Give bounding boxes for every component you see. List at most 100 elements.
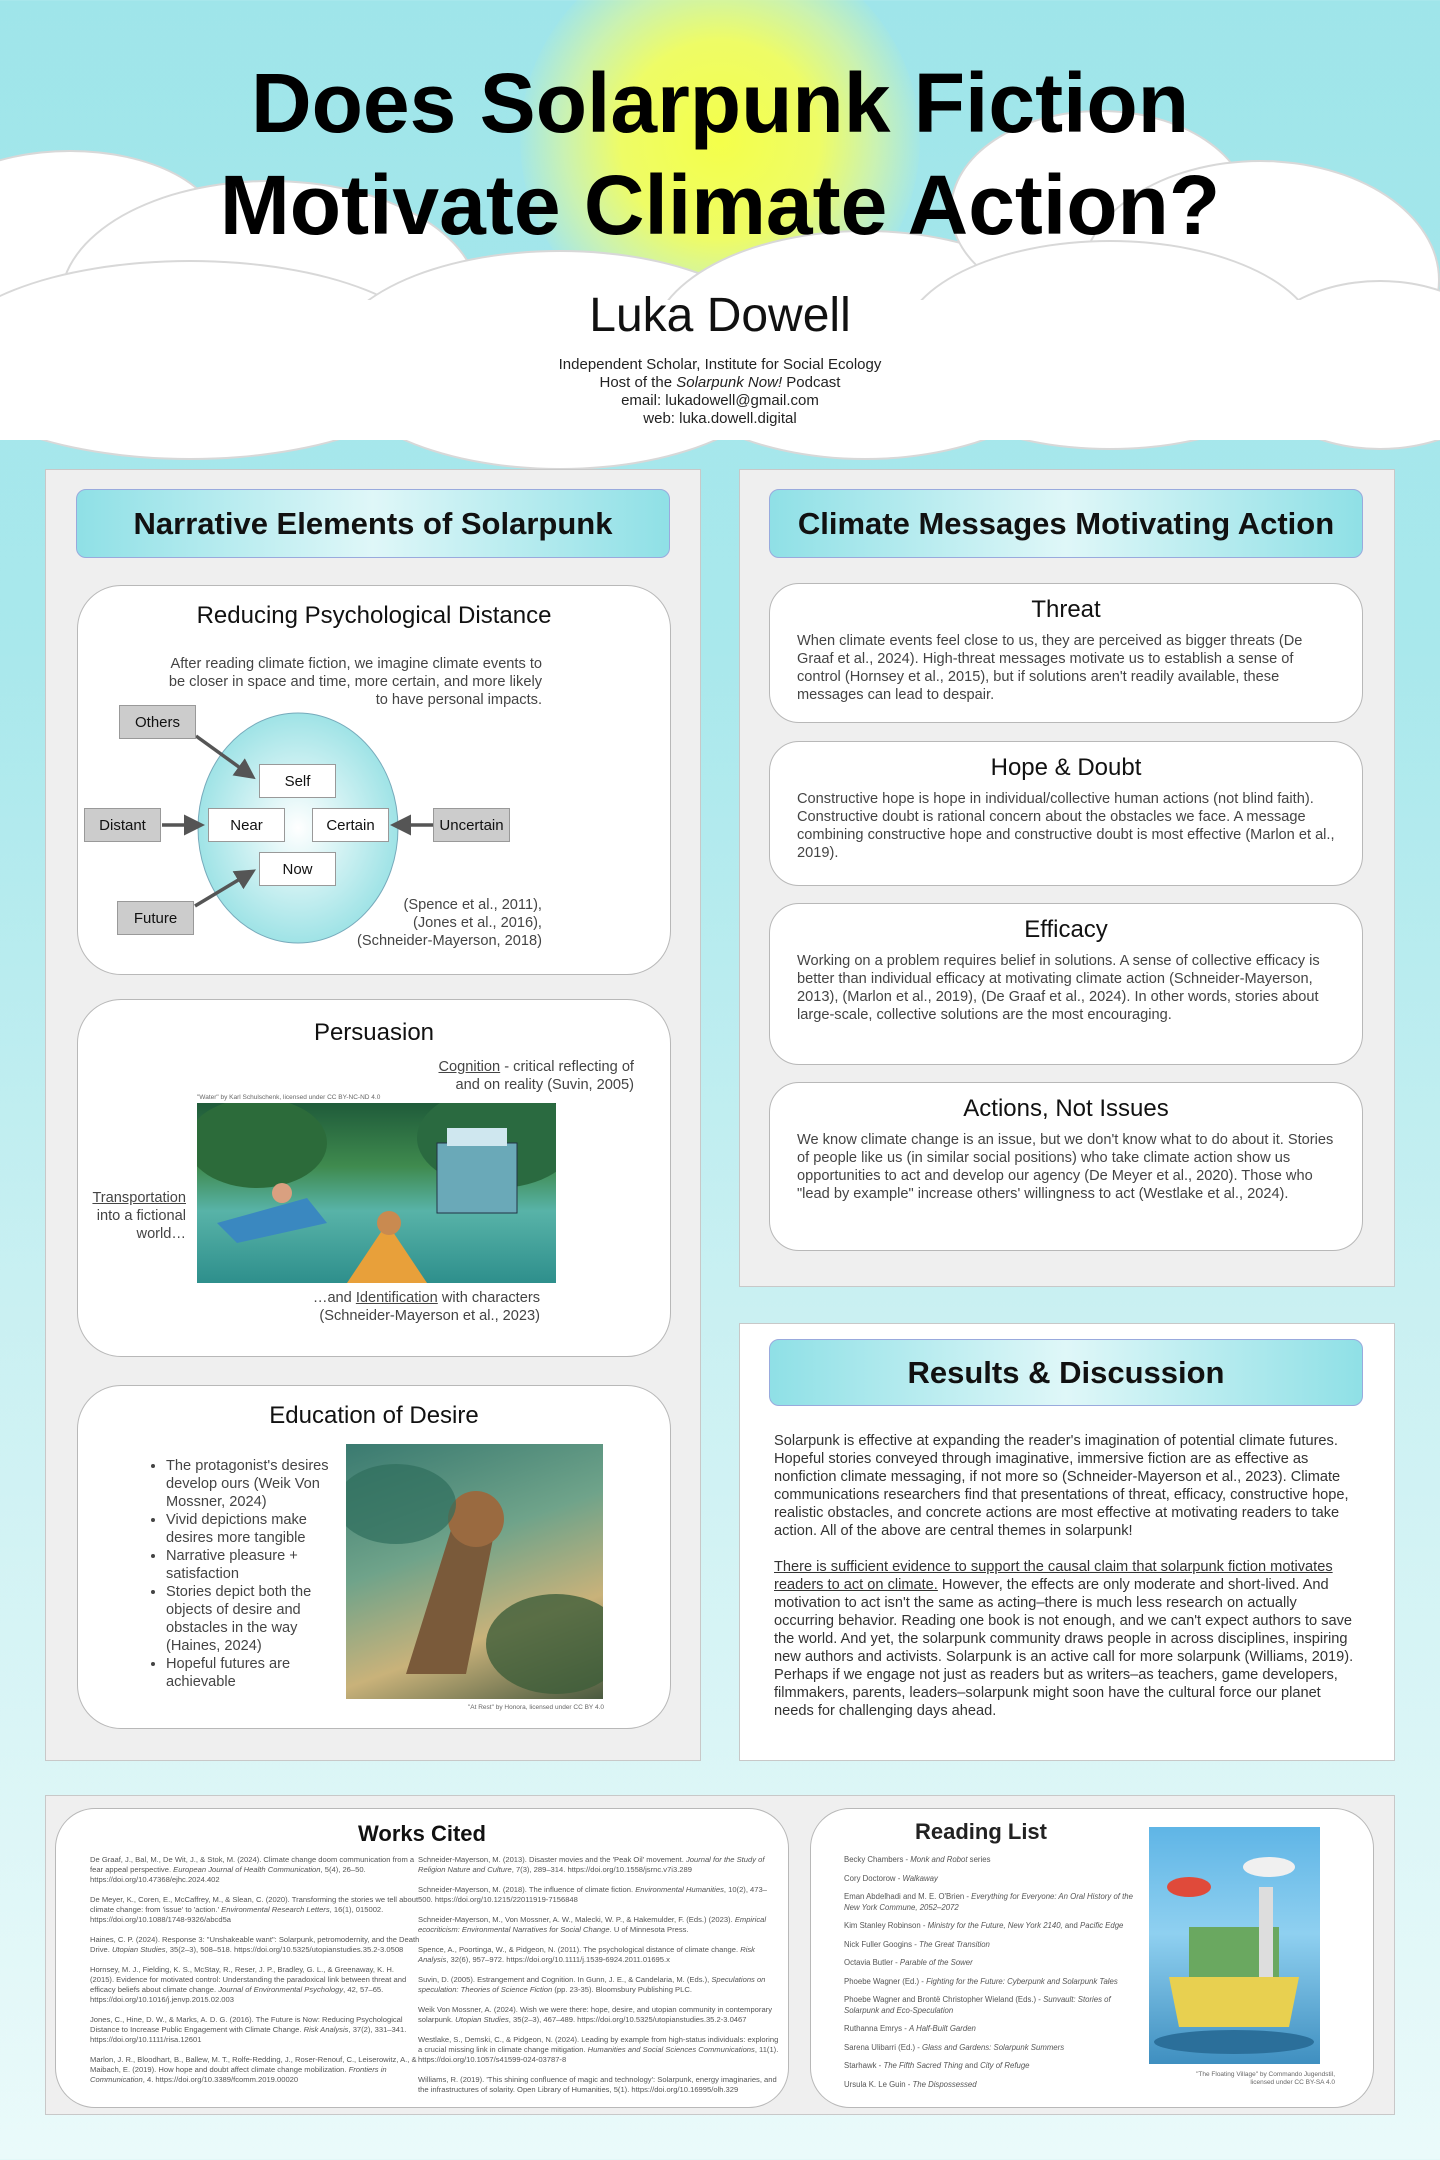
citation-entry-title: Risk Analysis (418, 1945, 755, 1964)
climate-messages-header: Climate Messages Motivating Action (769, 489, 1363, 558)
distance-diagram (162, 712, 433, 944)
host-post: Podcast (782, 374, 841, 391)
citation-entry-title: Journal of Environmental Psychology (218, 1985, 344, 1994)
card-text: When climate events feel close to us, th… (797, 633, 1303, 703)
cognition-text: Cognition - critical reflecting of and o… (424, 1058, 635, 1094)
reading-list-item: Nick Fuller Googins - The Great Transiti… (844, 1940, 1134, 1951)
desire-bullet: Vivid depictions make desires more tangi… (166, 1511, 344, 1547)
podcast-name: Solarpunk Now! (676, 374, 783, 391)
citation-entry-text: Marlon, J. R., Bloodhart, B., Ballew, M.… (90, 2055, 417, 2074)
citation-entry-text: Schneider-Mayerson, M. (2013). Disaster … (418, 1855, 686, 1864)
citation-entry-text: Haines, C. P. (2024). Response 3: "Unsha… (90, 1935, 420, 1954)
desire-bullet: Stories depict both the objects of desir… (166, 1583, 344, 1655)
reading-list-item-text: Becky Chambers - (844, 1855, 911, 1864)
identification-pre: …and (312, 1290, 356, 1306)
distance-citations: (Spence et al., 2011), (Jones et al., 20… (357, 896, 542, 950)
citation-entry: Schneider-Mayerson, M. (2018). The influ… (418, 1885, 780, 1905)
reading-list-card: Reading List Becky Chambers - Monk and R… (810, 1808, 1374, 2108)
reading-list-item-text: Eman Abdelhadi and M. E. O'Brien - (844, 1892, 972, 1901)
reading-list-item: Eman Abdelhadi and M. E. O'Brien - Every… (844, 1892, 1134, 1913)
desire-bullet: Hopeful futures are achievable (166, 1655, 344, 1691)
reading-list-item-title: City of Refuge (980, 2061, 1030, 2070)
narrative-elements-header: Narrative Elements of Solarpunk (76, 489, 670, 558)
reading-list-item-text: Octavia Butler - (844, 1958, 900, 1967)
results-paragraph-2-rest: However, the effects are only moderate a… (774, 1577, 1354, 1719)
citation-entry-text: , 4. https://doi.org/10.3389/fcomm.2019.… (142, 2075, 299, 2084)
reading-list-item-title: Sunvault: Stories of Solarpunk and Eco-S… (844, 1995, 1111, 2015)
citation-entry: Westlake, S., Demski, C., & Pidgeon, N. … (418, 2035, 780, 2065)
citation-entry: Marlon, J. R., Bloodhart, B., Ballew, M.… (90, 2055, 420, 2085)
email: email: lukadowell@gmail.com (621, 392, 819, 409)
citation-entry-text: Williams, R. (2019). 'This shining confl… (418, 2075, 777, 2094)
reading-list-item: Ursula K. Le Guin - The Dispossessed (844, 2080, 1134, 2091)
desire-bullet-list: The protagonist's desires develop ours (… (144, 1457, 344, 1691)
reading-list-item-text: Phoebe Wagner (Ed.) - (844, 1976, 927, 1986)
citation-entry-text: . U of Minnesota Press. (609, 1925, 689, 1934)
reading-list-item-title: The Dispossessed (912, 2079, 977, 2089)
reading-list-item: Kim Stanley Robinson - Ministry for the … (844, 1921, 1134, 1932)
affiliation: Independent Scholar, Institute for Socia… (558, 356, 882, 373)
reading-list-item-text: Kim Stanley Robinson - (844, 1921, 928, 1930)
uncertain-box: Uncertain (433, 808, 510, 842)
citation-entry-title: Environmental Research Letters (221, 1905, 330, 1914)
citation: (Schneider-Mayerson, 2018) (357, 933, 542, 949)
floating-village-icon (1154, 1857, 1314, 2054)
card-title: Threat (1031, 596, 1101, 623)
distance-description: After reading climate fiction, we imagin… (168, 656, 542, 708)
citation: (Jones et al., 2016), (413, 915, 542, 931)
reading-list-item: Octavia Butler - Parable of the Sower (844, 1958, 1134, 1969)
card-title: Actions, Not Issues (963, 1095, 1169, 1122)
citation-entry: De Graaf, J., Bal, M., De Wit, J., & Sto… (90, 1855, 420, 1885)
reading-list-item-title: Fighting for the Future: Cyberpunk and S… (926, 1976, 1118, 1986)
psychological-distance-card: Reducing Psychological Distance After re… (77, 585, 671, 975)
results-paragraph-2: There is sufficient evidence to support … (774, 1558, 1360, 1720)
mech-scene-icon (346, 1464, 603, 1694)
transportation-desc: into a fictional world… (96, 1208, 186, 1242)
citation-entry-title: Utopian Studies (455, 2015, 509, 2024)
title-line-1: Does Solarpunk Fiction (250, 56, 1190, 150)
arrow-future-to-now (194, 869, 257, 908)
poster-title: Does Solarpunk Fiction Motivate Climate … (0, 52, 1440, 256)
citation-entry-text: Schneider-Mayerson, M., Von Mossner, A. … (418, 1915, 735, 1924)
identification-text: …and Identification with characters (Sch… (278, 1289, 540, 1325)
citation-entry-text: Weik Von Mossner, A. (2024). Wish we wer… (418, 2005, 772, 2024)
host-pre: Host of the (599, 374, 677, 391)
image-caption: "Water" by Karl Schulschenk, licensed un… (197, 1094, 381, 1101)
citation-entry: Haines, C. P. (2024). Response 3: "Unsha… (90, 1935, 420, 1955)
citation-entry-text: Spence, A., Poortinga, W., & Pidgeon, N.… (418, 1945, 741, 1954)
transportation-term: Transportation (92, 1190, 186, 1206)
reading-list-item-text: Ursula K. Le Guin - (844, 2079, 913, 2089)
citation-entry-text: , 37(2), 331–341. https://doi.org/10.111… (90, 2025, 407, 2044)
reading-list-item-text: and (962, 2061, 981, 2070)
citation-entry-title: Humanities and Social Sciences Communica… (587, 2045, 755, 2054)
citation-entry-text: , 7(3), 289–314. https://doi.org/10.1558… (511, 1865, 692, 1874)
reading-list-item: Becky Chambers - Monk and Robot series (844, 1855, 1134, 1866)
reading-list-item-title: Monk and Robot (910, 1855, 968, 1864)
card-title: Hope & Doubt (990, 754, 1142, 781)
desire-bullet: The protagonist's desires develop ours (… (166, 1457, 344, 1511)
card-title: Efficacy (1024, 916, 1108, 943)
citation-entry-text: , 42, 57–65. https://doi.org/10.1016/j.j… (90, 1985, 384, 2004)
now-box: Now (259, 852, 336, 886)
reading-list-item-text: Phoebe Wagner and Brontë Christopher Wie… (844, 1995, 1044, 2004)
arrow-others-to-self (194, 734, 256, 780)
works-cited-column-2: Schneider-Mayerson, M. (2013). Disaster … (418, 1855, 780, 2105)
kayak-scene-icon (197, 1103, 556, 1283)
reading-list-item-text: and (1062, 1921, 1081, 1930)
reading-list-item-title: Glass and Gardens: Solarpunk Summers (922, 2042, 1065, 2052)
floating-village-illustration (1149, 1827, 1320, 2064)
key-claim: There is sufficient evidence to support … (774, 1559, 1333, 1593)
citation-entry-text: Schneider-Mayerson, M. (2018). The influ… (418, 1885, 636, 1894)
citation-entry: De Meyer, K., Coren, E., McCaffrey, M., … (90, 1895, 420, 1925)
reading-list-item-title: Ministry for the Future, New York 2140, (927, 1921, 1063, 1930)
kayak-river-illustration (197, 1103, 556, 1283)
works-cited-title: Works Cited (358, 1821, 486, 1846)
title-line-2: Motivate Climate Action? (219, 158, 1221, 252)
reading-list-item: Phoebe Wagner (Ed.) - Fighting for the F… (844, 1977, 1134, 1988)
reading-list-item-title: A Half-Built Garden (909, 2024, 976, 2033)
reading-list-item-text: Nick Fuller Googins - (844, 1939, 919, 1949)
image-caption: "At Rest" by Honora, licensed under CC B… (467, 1704, 604, 1711)
